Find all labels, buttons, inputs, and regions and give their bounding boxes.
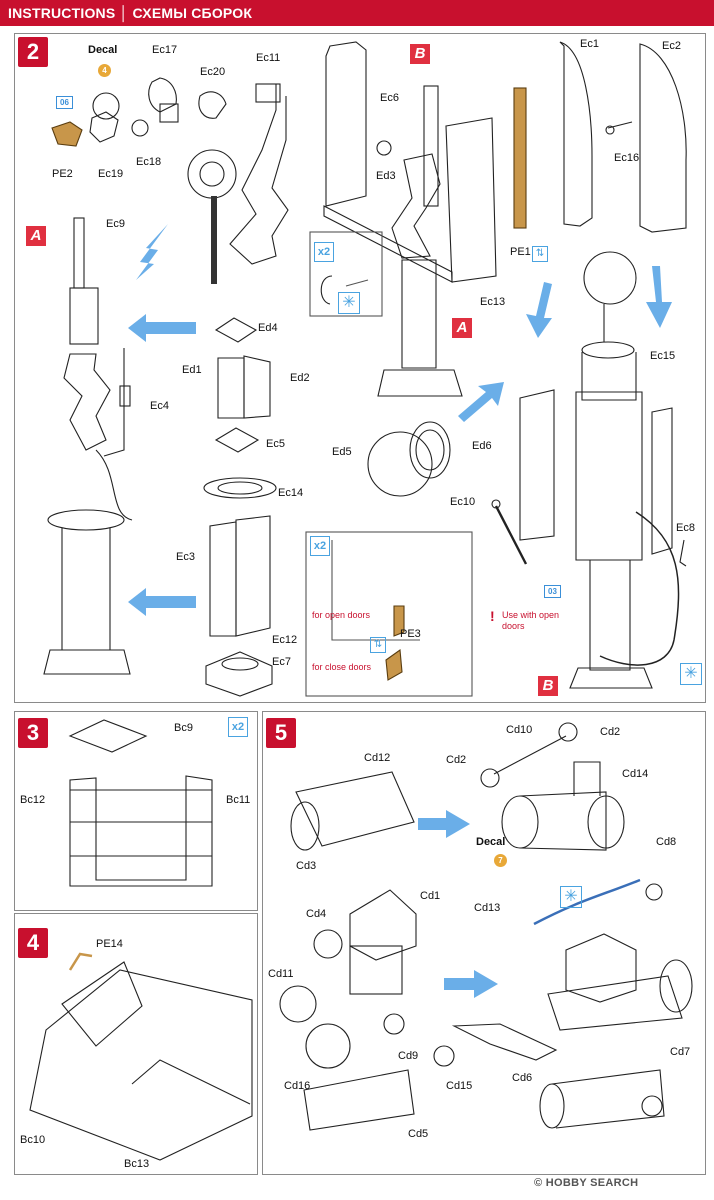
header-bar	[0, 0, 714, 26]
snowflake-icon: ✳	[560, 886, 582, 908]
note-close-doors: for close doors	[312, 662, 372, 672]
label-ed5: Ed5	[332, 446, 352, 458]
multiplier-x2: x2	[310, 536, 330, 556]
label-ec3: Ec3	[176, 551, 195, 563]
label-decal: Decal	[88, 44, 118, 56]
label-ec15: Ec15	[650, 350, 676, 362]
label-cd4: Cd4	[306, 908, 327, 920]
label-cd8: Cd8	[656, 836, 677, 848]
label-pe14: PE14	[96, 938, 123, 950]
multiplier-x2: x2	[314, 242, 334, 262]
label-pe1: PE1	[510, 246, 531, 258]
label-ec14: Ec14	[278, 487, 304, 499]
label-bc10: Bc10	[20, 1134, 46, 1146]
label-ec5: Ec5	[266, 438, 285, 450]
label-cd10: Cd10	[506, 724, 533, 736]
label-ec13: Ec13	[480, 296, 506, 308]
label-cd14: Cd14	[622, 768, 649, 780]
step-5-badge: 5	[266, 718, 296, 748]
flow-arrow	[444, 970, 498, 998]
label-bc11: Bc11	[226, 794, 251, 806]
warning-icon: !	[490, 608, 495, 624]
step-3-frame	[14, 711, 258, 911]
flow-arrow	[526, 282, 552, 338]
label-ec19: Ec19	[98, 168, 124, 180]
label-ec1: Ec1	[580, 38, 599, 50]
label-cd16: Cd16	[284, 1080, 311, 1092]
watermark: © HOBBY SEARCH	[534, 1177, 639, 1189]
color-ref-03: 03	[544, 585, 561, 598]
snowflake-icon: ✳	[680, 663, 702, 685]
subassembly-b-ref-badge: B	[538, 676, 558, 696]
label-ed2: Ed2	[290, 372, 310, 384]
label-ec12: Ec12	[272, 634, 298, 646]
flow-arrow	[128, 314, 196, 342]
note-use-open-doors-1: Use with open	[502, 610, 560, 620]
label-ec18: Ec18	[136, 156, 162, 168]
label-cd7: Cd7	[670, 1046, 691, 1058]
snowflake-icon: ✳	[338, 292, 360, 314]
step-2-frame	[14, 33, 706, 703]
label-ed6: Ed6	[472, 440, 492, 452]
label-cd5: Cd5	[408, 1128, 429, 1140]
flip-icon: ⇅	[370, 637, 386, 653]
label-ec4: Ec4	[150, 400, 169, 412]
color-ref-06: 06	[56, 96, 73, 109]
flow-arrow	[418, 810, 470, 838]
label-ec17: Ec17	[152, 44, 178, 56]
note-open-doors: for open doors	[312, 610, 371, 620]
label-decal: Decal	[476, 836, 506, 848]
label-cd11: Cd11	[268, 968, 294, 980]
flow-arrow	[136, 224, 168, 280]
step-3-badge: 3	[18, 718, 48, 748]
step-4-frame	[14, 913, 258, 1175]
label-ec10: Ec10	[450, 496, 476, 508]
step-2-badge: 2	[18, 37, 48, 67]
label-cd9: Cd9	[398, 1050, 419, 1062]
label-bc13: Bc13	[124, 1158, 150, 1170]
label-pe3: PE3	[400, 628, 421, 640]
label-ed3: Ed3	[376, 170, 396, 182]
label-bc12: Bc12	[20, 794, 46, 806]
paint-ref-7: 7	[494, 854, 507, 867]
note-use-open-doors-2: doors	[502, 621, 525, 631]
label-ec7: Ec7	[272, 656, 291, 668]
flow-arrow	[646, 266, 672, 328]
label-ec9: Ec9	[106, 218, 125, 230]
header-title: INSTRUCTIONS │ СХЕМЫ СБОРОК	[8, 5, 253, 21]
label-ec11: Ec11	[256, 52, 281, 64]
label-cd15: Cd15	[446, 1080, 473, 1092]
label-ec2: Ec2	[662, 40, 681, 52]
step-4-badge: 4	[18, 928, 48, 958]
label-cd6: Cd6	[512, 1072, 533, 1084]
label-cd1: Cd1	[420, 890, 441, 902]
label-ec20: Ec20	[200, 66, 226, 78]
subassembly-a-badge: A	[26, 226, 46, 246]
label-ec6: Ec6	[380, 92, 399, 104]
subassembly-b-badge: B	[410, 44, 430, 64]
paint-ref-4: 4	[98, 64, 111, 77]
label-cd12: Cd12	[364, 752, 391, 764]
label-ec16: Ec16	[614, 152, 640, 164]
multiplier-x2: x2	[228, 717, 248, 737]
subassembly-a-ref-badge: A	[452, 318, 472, 338]
label-cd3: Cd3	[296, 860, 317, 872]
label-ed4: Ed4	[258, 322, 278, 334]
flow-arrow	[458, 382, 504, 422]
flow-arrow	[128, 588, 196, 616]
step-5-frame	[262, 711, 706, 1175]
label-pe2: PE2	[52, 168, 73, 180]
label-cd13: Cd13	[474, 902, 501, 914]
label-ed1: Ed1	[182, 364, 202, 376]
label-bc9: Bc9	[174, 722, 193, 734]
flip-icon: ⇅	[532, 246, 548, 262]
label-cd2-right: Cd2	[600, 726, 621, 738]
label-ec8: Ec8	[676, 522, 695, 534]
label-cd2-left: Cd2	[446, 754, 467, 766]
